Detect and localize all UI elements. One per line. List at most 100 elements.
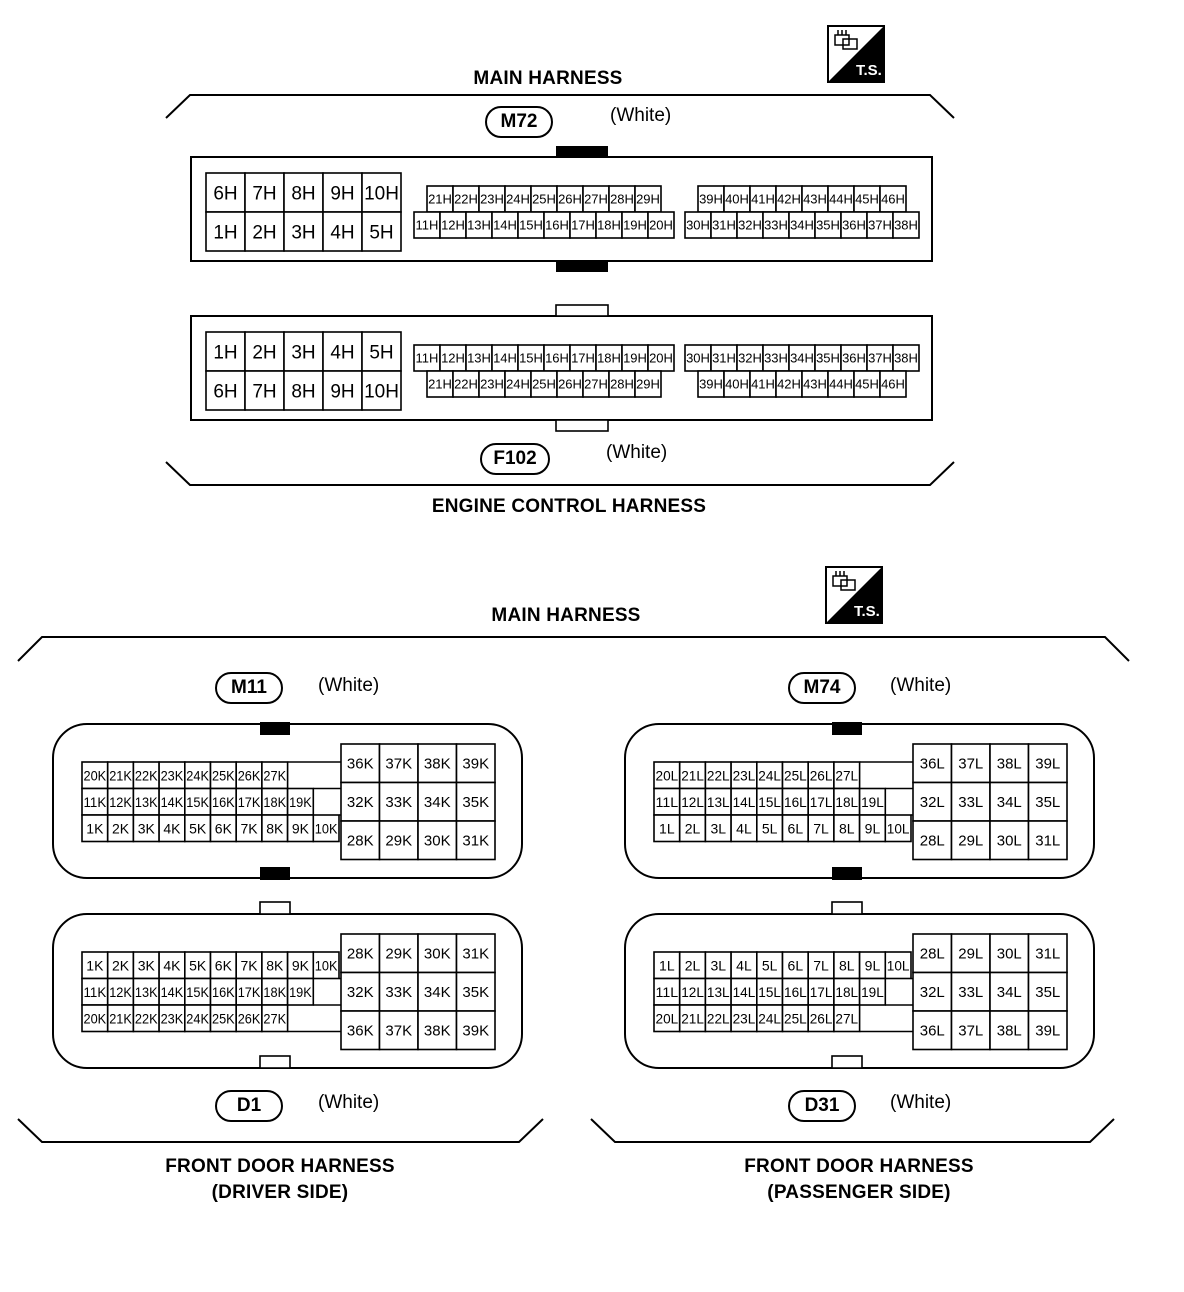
connector-color-f102: (White) [606, 442, 668, 463]
pin-m72-cell [205, 172, 246, 213]
pin-m11-cell [235, 761, 263, 790]
pin-m72: 1H [213, 222, 237, 243]
pin-m74-cell [884, 814, 912, 843]
pin-f102: 8H [291, 381, 315, 402]
pin-d31-cell [781, 1004, 810, 1033]
pin-m74: 28L [920, 833, 945, 850]
pin-m74: 4L [736, 820, 752, 836]
pin-d31-cell [989, 1010, 1030, 1051]
pin-m74: 22L [707, 767, 730, 783]
pin-m11: 38K [424, 756, 451, 773]
front-door-harness-driver-line1: FRONT DOOR HARNESS [165, 1156, 395, 1177]
connector-tab [555, 419, 609, 432]
pin-m74-cell [989, 820, 1030, 861]
pin-m11-cell [417, 820, 458, 861]
pin-m11: 33K [385, 794, 412, 811]
pin-m74: 18L [835, 794, 858, 810]
harness-bracket [165, 461, 955, 486]
pin-f102: 15H [519, 351, 543, 366]
pin-m72: 36H [842, 218, 866, 233]
pin-m11: 7K [240, 820, 258, 836]
pin-d31-cell [989, 971, 1030, 1012]
pin-f102: 3H [291, 342, 315, 363]
pin-m74: 2L [685, 820, 701, 836]
pin-d31: 18L [835, 984, 858, 1000]
pin-m11: 11K [84, 794, 107, 810]
connector-color-m74: (White) [890, 675, 952, 696]
pin-m11-cell [455, 781, 496, 822]
pin-d1: 11K [84, 984, 107, 1000]
pin-d31: 25L [784, 1010, 807, 1026]
main-harness-title-2: MAIN HARNESS [491, 605, 641, 626]
pin-m72: 43H [803, 192, 827, 207]
pin-m72-cell [736, 211, 764, 239]
pin-m72-cell [322, 211, 363, 252]
pin-m74: 39L [1035, 756, 1060, 773]
pin-m74: 34L [997, 794, 1022, 811]
pin-m11: 29K [385, 833, 412, 850]
pin-d1: 16K [212, 984, 235, 1000]
pin-d31: 32L [920, 984, 945, 1001]
pin-m74: 12L [681, 794, 704, 810]
ts-label: T.S. [854, 603, 880, 620]
pin-f102: 31H [712, 351, 736, 366]
pin-d31: 8L [839, 957, 855, 973]
pin-m72-cell [788, 211, 816, 239]
pin-f102: 2H [252, 342, 276, 363]
pin-m74-cell [989, 743, 1030, 784]
pin-f102: 36H [842, 351, 866, 366]
pin-f102: 23H [480, 377, 504, 392]
pin-d1: 12K [109, 984, 132, 1000]
pin-m74: 17L [810, 794, 833, 810]
pin-m74-cell [912, 820, 953, 861]
pin-d1: 13K [135, 984, 158, 1000]
pin-m72: 31H [712, 218, 736, 233]
pin-m74: 20L [656, 767, 679, 783]
pin-m72: 37H [868, 218, 892, 233]
pin-m11-cell [312, 814, 340, 843]
pin-f102: 25H [532, 377, 556, 392]
connector-ts-icon: T.S. [827, 25, 885, 83]
pin-d31: 39L [1035, 1023, 1060, 1040]
pin-m11: 2K [112, 820, 130, 836]
pin-m72: 27H [584, 192, 608, 207]
harness-bracket [590, 1118, 1115, 1143]
pin-d31: 27L [835, 1010, 858, 1026]
pin-f102: 16H [545, 351, 569, 366]
pin-m11-cell [417, 743, 458, 784]
pin-m11: 4K [163, 820, 181, 836]
pin-m74-cell [1027, 820, 1068, 861]
pin-f102: 41H [751, 377, 775, 392]
pin-d31-cell [730, 951, 758, 980]
pin-d1: 32K [347, 984, 374, 1001]
pin-d1: 1K [86, 957, 104, 973]
pin-d31-cell [1027, 1010, 1068, 1051]
pin-d31: 29L [958, 946, 983, 963]
pin-d1: 23K [161, 1010, 184, 1026]
pin-m11: 28K [347, 833, 374, 850]
pin-m11: 37K [385, 756, 412, 773]
pin-m72-cell [413, 211, 441, 239]
pin-m74-cell [833, 814, 861, 843]
connector-tab [556, 146, 608, 157]
pin-m11-cell [378, 781, 419, 822]
pin-m72: 8H [291, 183, 315, 204]
pin-f102: 46H [881, 377, 905, 392]
pin-f102: 29H [636, 377, 660, 392]
connector-tab [832, 867, 862, 880]
pin-m72: 11H [416, 218, 439, 233]
pin-d1: 9K [292, 957, 310, 973]
pin-m74-cell [781, 787, 810, 816]
pin-m72: 12H [441, 218, 465, 233]
pin-m72: 3H [291, 222, 315, 243]
pin-m72: 7H [252, 183, 276, 204]
pin-m72-cell [840, 211, 868, 239]
pin-d1: 14K [161, 984, 184, 1000]
pin-d1: 35K [462, 984, 489, 1001]
pin-d31-cell [912, 1010, 953, 1051]
pin-m11: 5K [189, 820, 207, 836]
